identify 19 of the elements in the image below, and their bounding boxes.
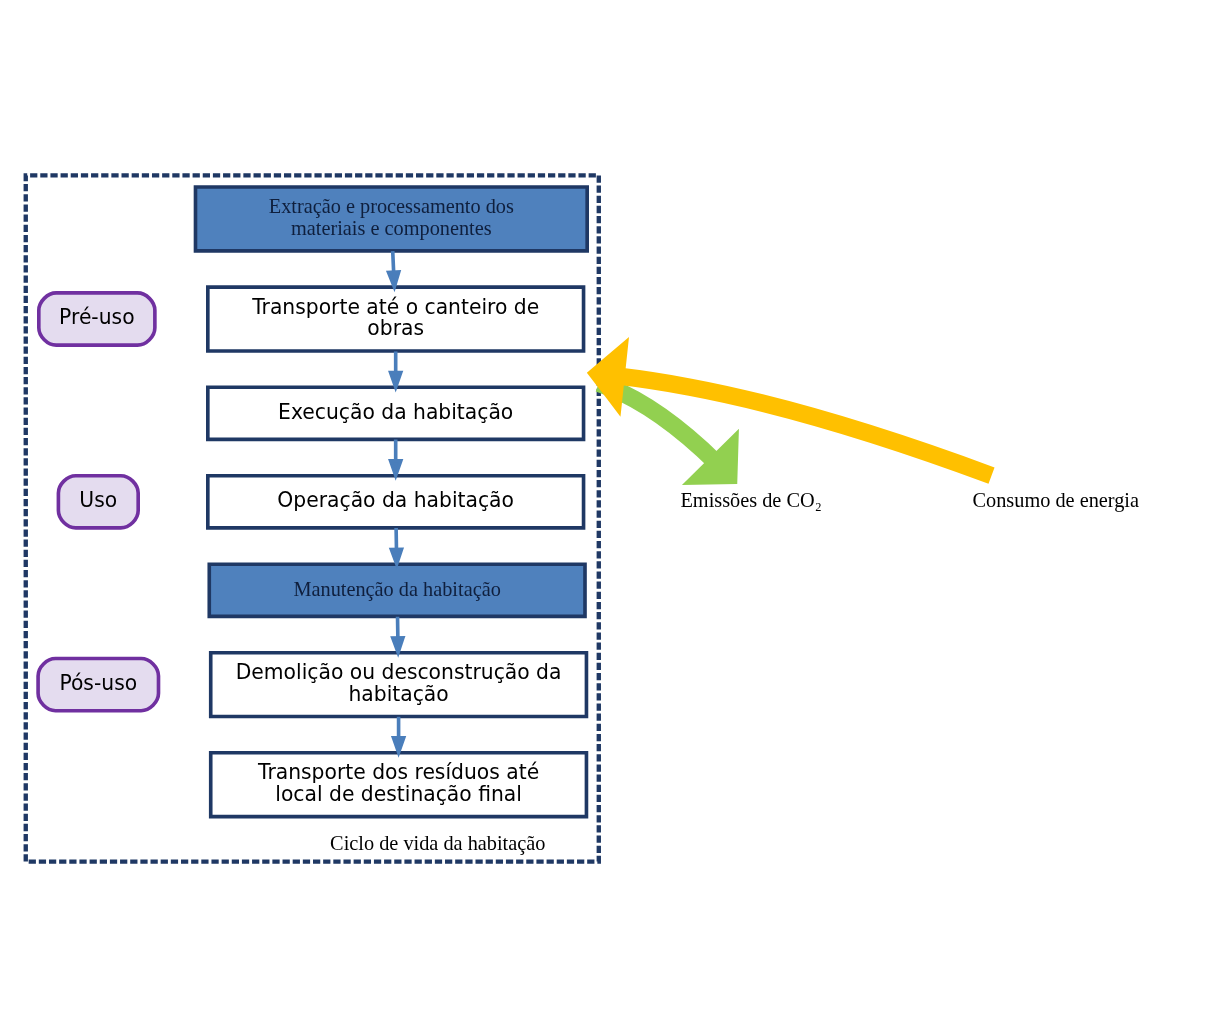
- arrow: [388, 350, 404, 392]
- node-box: Manutenção da habitação: [207, 561, 587, 618]
- node-box: Transporte dos resíduos até local de destinação final: [208, 750, 589, 818]
- node-box: Demolição ou desconstrução da habitação: [208, 650, 589, 718]
- arrow: [586, 336, 995, 484]
- node-box: Execução da habitação: [206, 384, 586, 441]
- node-text: Emissões de CO₂: [680, 488, 822, 511]
- arrow: [390, 616, 406, 658]
- node-box: Pré-uso: [37, 290, 157, 347]
- arrow: [388, 439, 404, 481]
- arrow: [390, 716, 407, 758]
- arrow: [388, 527, 405, 569]
- node-box: Pós-uso: [36, 656, 161, 713]
- node-box: Operação da habitação: [206, 473, 586, 530]
- node-box: Extração e processamento dos materiais e componentes: [193, 184, 589, 253]
- arrow: [385, 250, 402, 292]
- node-box: Uso: [56, 473, 140, 530]
- node-text: Consumo de energia: [972, 488, 1139, 511]
- node-box: Transporte até o canteiro de obras: [206, 284, 586, 353]
